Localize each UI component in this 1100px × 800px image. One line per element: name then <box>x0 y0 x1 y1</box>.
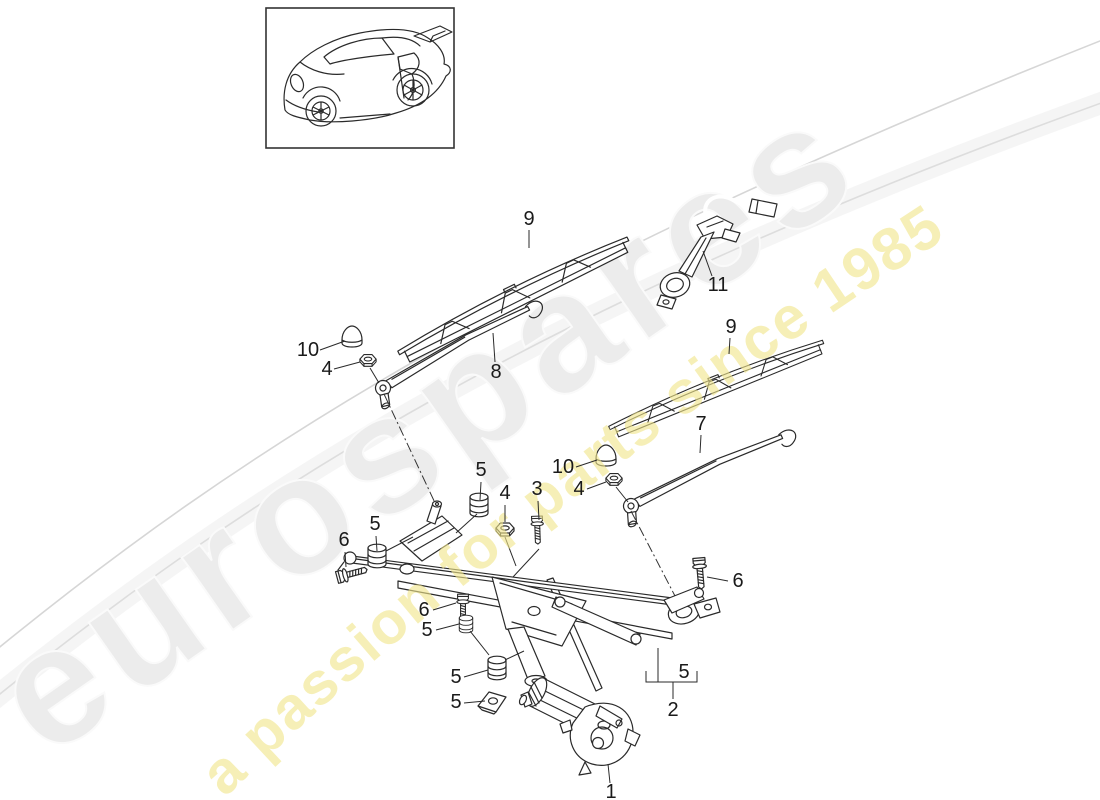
callout-1-motor: 1 <box>605 781 616 800</box>
callout-5-mid-washer: 5 <box>421 619 432 641</box>
wiper-motor-drawing <box>518 677 641 776</box>
callout-7-right-arm: 7 <box>695 413 706 435</box>
callout-4-right-nut: 4 <box>573 478 584 500</box>
cap-left <box>341 325 363 348</box>
callout-11-rain-sensor: 11 <box>708 274 729 296</box>
washer-mid <box>458 614 474 634</box>
callout-4-left-nut: 4 <box>321 358 332 380</box>
assembly-lines <box>369 367 629 661</box>
callout-9-right-blade: 9 <box>725 316 736 338</box>
callout-2-linkage: 2 <box>667 699 678 721</box>
leader-lines <box>319 230 731 784</box>
bolt-right <box>691 556 709 591</box>
grommet-lower <box>487 655 507 681</box>
callout-5-clamp: 5 <box>450 691 461 713</box>
callout-9-upper-blade: 9 <box>523 208 534 230</box>
callout-3-bolt: 3 <box>531 478 542 500</box>
vehicle-thumbnail-frame <box>265 7 455 149</box>
nut-left <box>359 354 377 367</box>
background-swoosh <box>0 40 1100 709</box>
callout-6-right-bolt: 6 <box>732 570 743 592</box>
porsche-911-line-drawing <box>283 25 453 127</box>
group-bracket-2 <box>645 648 698 699</box>
watermark-brand-text: eurospares <box>0 59 891 790</box>
callout-8-left-arm: 8 <box>490 361 501 383</box>
callout-10-left-cap: 10 <box>297 339 319 361</box>
callout-6-left-bolt: 6 <box>338 529 349 551</box>
callout-5-center-grommet: 5 <box>475 459 486 481</box>
callout-6-mid-bolt: 6 <box>418 599 429 621</box>
vehicle-thumbnail <box>265 7 455 149</box>
callout-5-left-grommet: 5 <box>369 513 380 535</box>
rain-sensor-drawing <box>656 194 778 310</box>
callouts: 9 11 9 8 10 4 7 10 4 5 4 3 5 6 6 5 5 5 6… <box>297 208 744 800</box>
callout-10-right-cap: 10 <box>552 456 574 478</box>
clamp-clip <box>477 691 507 715</box>
callout-4-center-nut: 4 <box>499 482 510 504</box>
callout-5-lower-grommet: 5 <box>450 666 461 688</box>
callout-5-bracket: 5 <box>678 661 689 683</box>
assembly-axis-lines <box>383 393 676 597</box>
